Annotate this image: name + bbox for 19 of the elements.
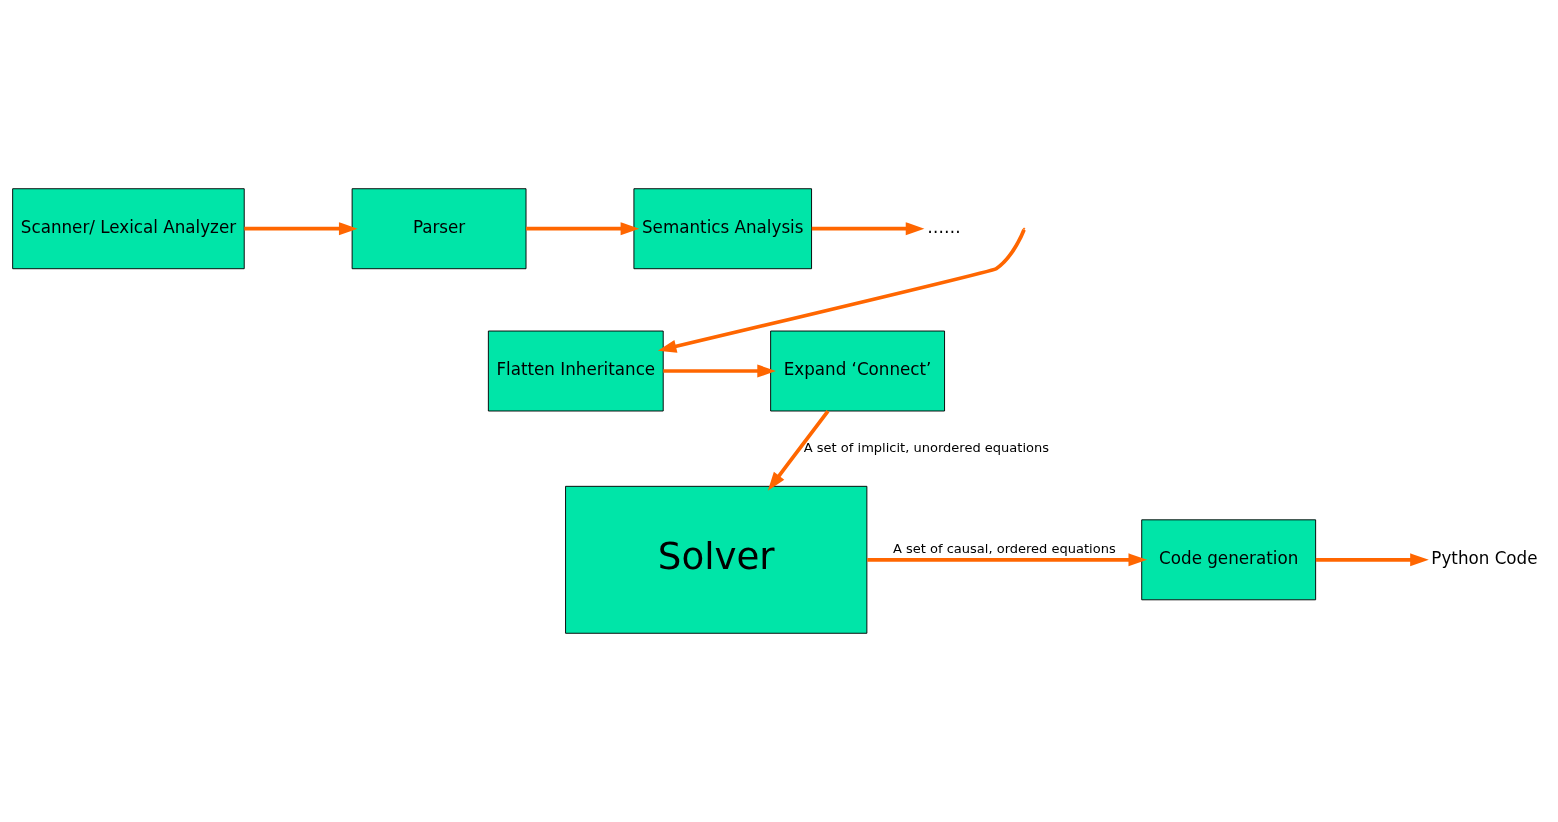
arrow <box>1315 553 1429 567</box>
node-box: Flatten Inheritance <box>487 330 664 412</box>
arrow <box>767 410 830 491</box>
edge-label: A set of causal, ordered equations <box>892 541 1116 557</box>
arrow <box>663 364 776 378</box>
node-box: Scanner/ Lexical Analyzer <box>12 188 245 270</box>
arrow <box>867 553 1148 567</box>
edge-label: A set of implicit, unordered equations <box>803 440 1050 456</box>
node-box: Code generation <box>1141 519 1317 601</box>
arrow <box>526 222 640 236</box>
arrow <box>811 222 925 236</box>
node-box: Semantics Analysis <box>633 188 812 270</box>
node-box: Parser <box>351 188 527 270</box>
node-box: Solver <box>565 485 868 634</box>
node-text: Python Code <box>1431 547 1538 568</box>
node-text: …… <box>927 216 961 237</box>
node-box: Expand ‘Connect’ <box>770 330 945 412</box>
arrow <box>657 229 1026 353</box>
arrow <box>244 222 358 236</box>
